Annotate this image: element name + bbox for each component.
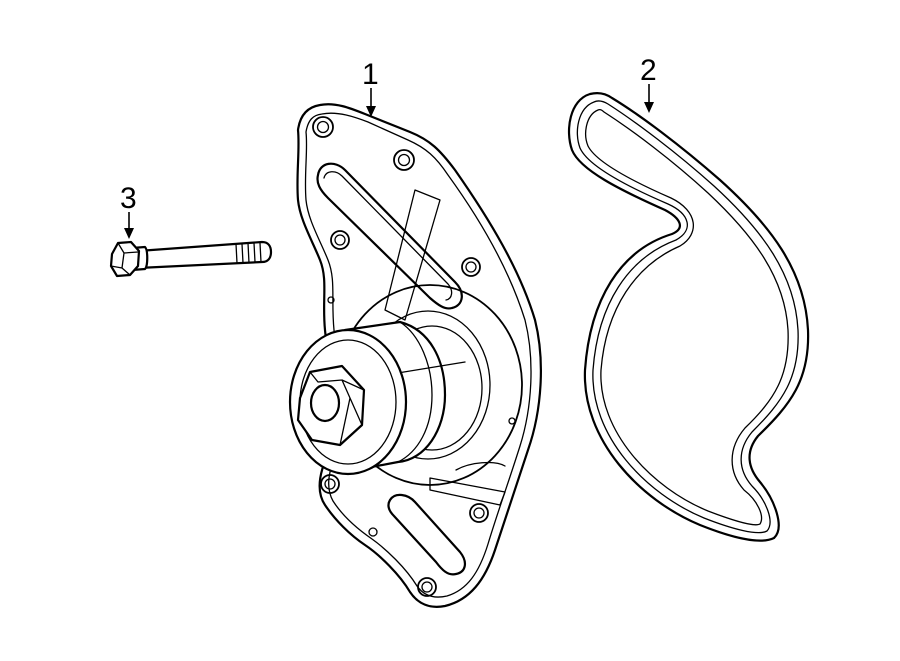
drive-belt (568, 91, 810, 542)
callout-2: 2 (640, 54, 657, 113)
callout-1: 1 (362, 58, 379, 117)
mounting-bolt (109, 240, 273, 278)
callout-number-2: 2 (640, 54, 657, 87)
callout-3: 3 (120, 182, 137, 239)
bolt-holes (312, 116, 516, 597)
callout-number-1: 1 (362, 58, 379, 91)
pump-hex-nut (296, 364, 366, 447)
water-pump-assembly (288, 103, 542, 608)
callout-number-3: 3 (120, 182, 137, 215)
